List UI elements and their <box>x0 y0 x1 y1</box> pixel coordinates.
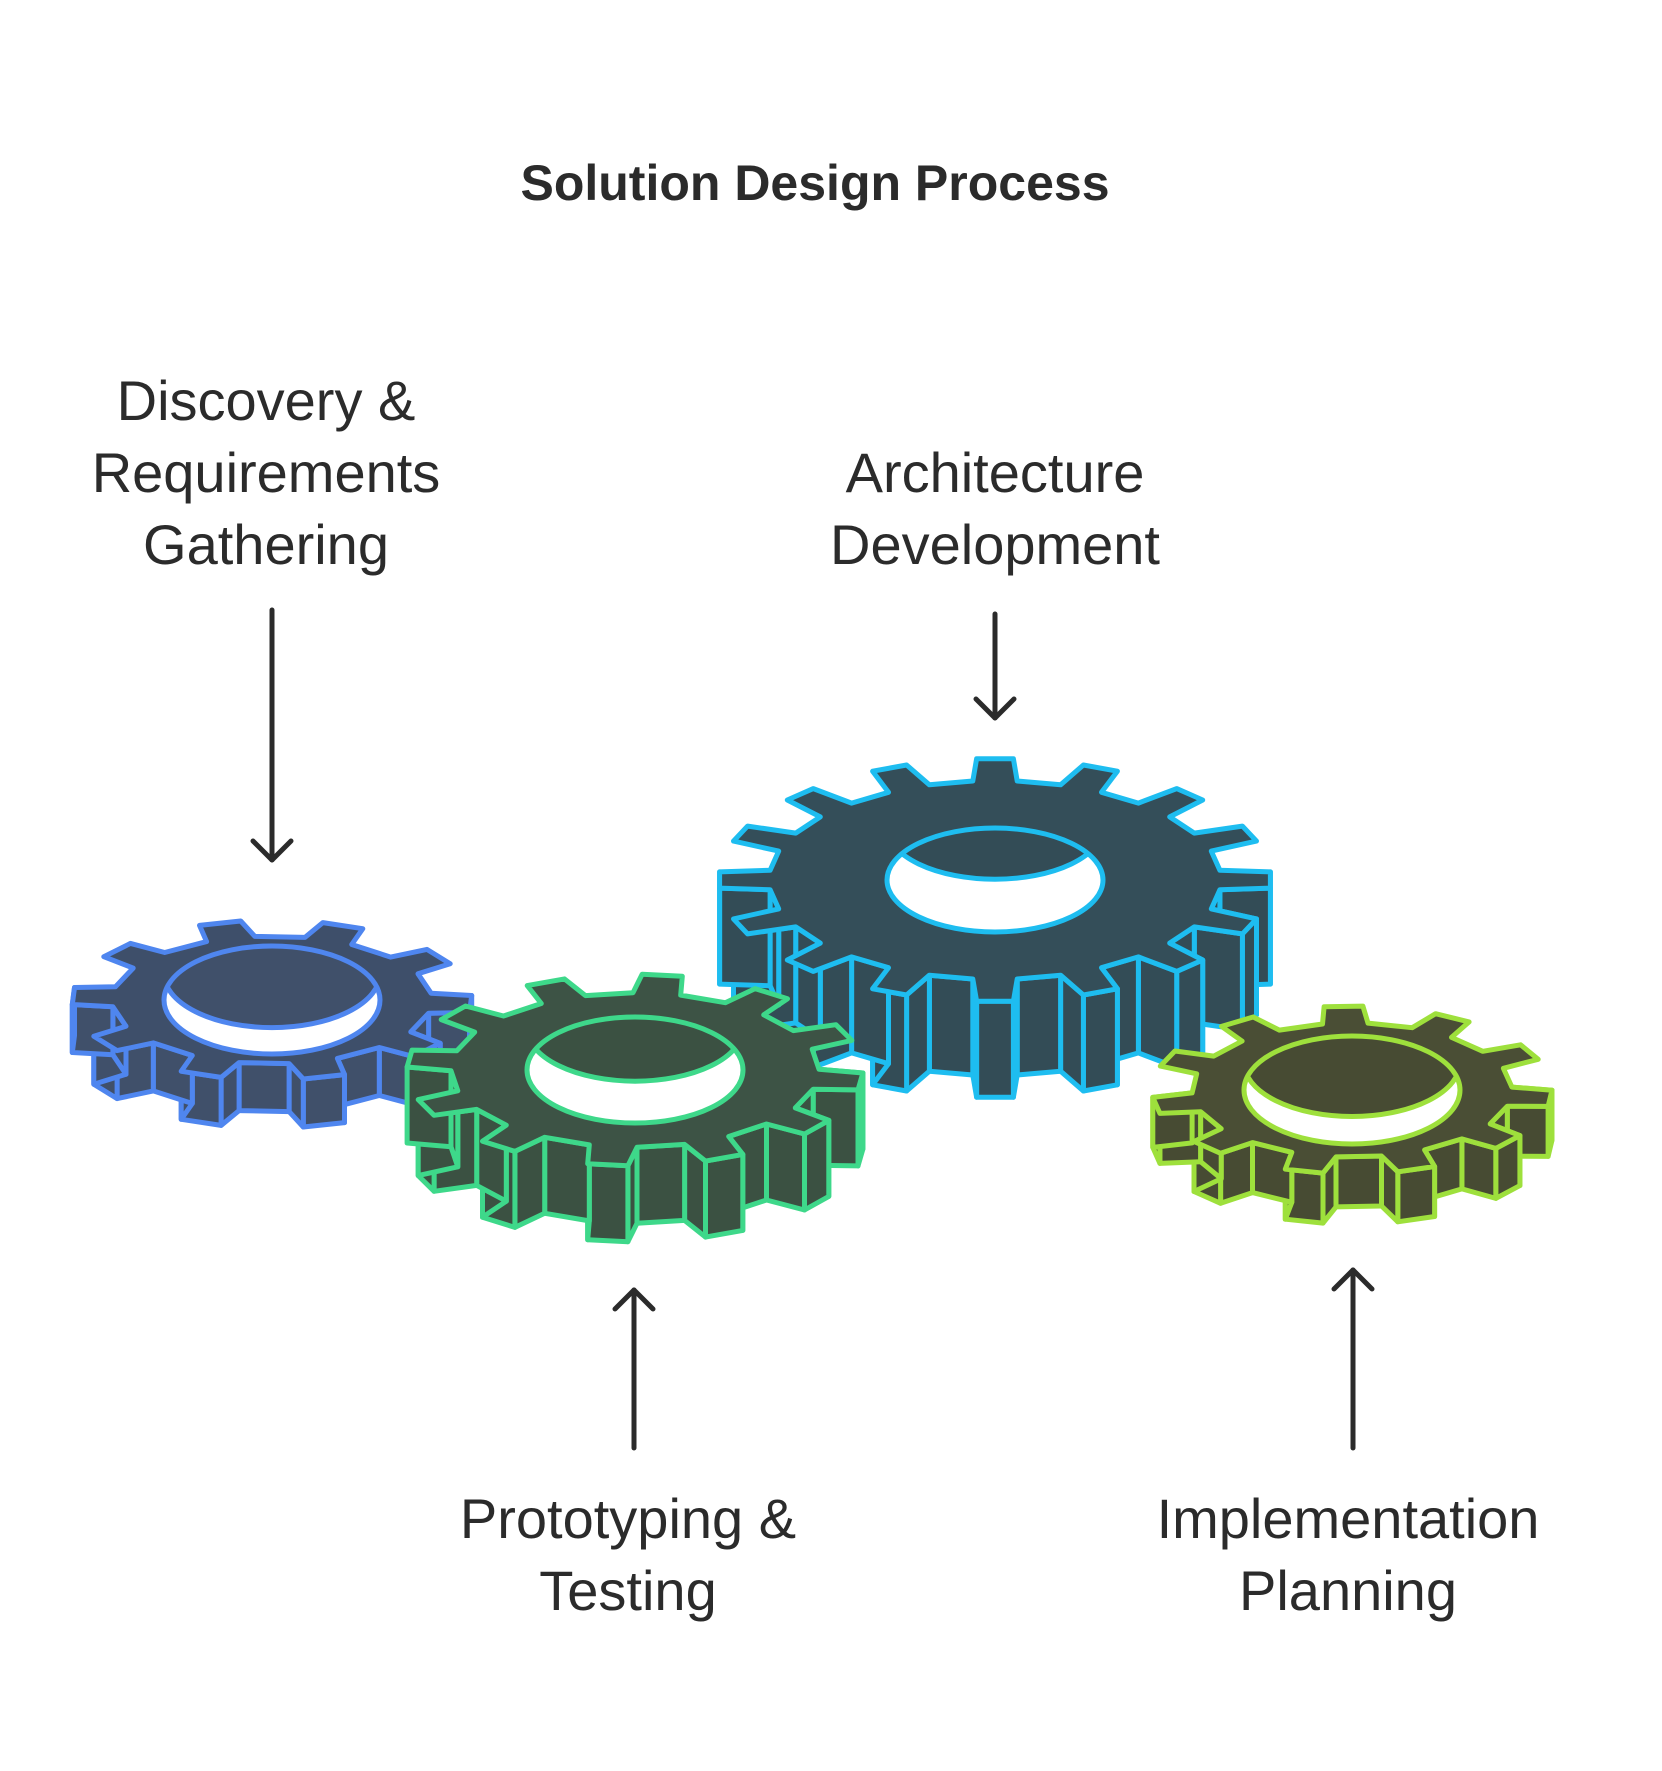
stage-label-line: Prototyping & <box>460 1487 796 1550</box>
gears-group <box>69 756 1555 1245</box>
stage-label-line: Architecture <box>846 441 1145 504</box>
stage-label-line: Development <box>830 513 1160 576</box>
gear-wall-segment <box>1333 1153 1384 1210</box>
gear-icon <box>1150 1003 1555 1226</box>
gear-hole-rim <box>884 825 1106 935</box>
stage-label-line: Requirements <box>92 441 441 504</box>
gear-side-walls <box>404 1064 866 1245</box>
gear-wall-segment <box>236 1060 292 1115</box>
arrow-icon <box>612 1287 656 1451</box>
stage-label-line: Discovery & <box>117 369 416 432</box>
gear-wall-segment <box>585 1161 631 1245</box>
gear-wall-segment <box>974 998 1016 1100</box>
gear-wall-segment <box>717 885 773 989</box>
gear-hole-rim <box>161 943 383 1057</box>
stage-label-prototyping: Prototyping & Testing <box>460 1487 796 1622</box>
stage-label-line: Implementation <box>1157 1487 1540 1550</box>
gear-wall-segment <box>634 1141 688 1226</box>
gear-hole-rim <box>524 1014 746 1126</box>
gear-hole-inner-wall <box>887 828 1103 882</box>
stage-label-line: Testing <box>539 1559 716 1622</box>
gear-wall-segment <box>1395 1164 1438 1225</box>
stage-label-line: Gathering <box>143 513 389 576</box>
gear-wall-segment <box>1135 954 1180 1070</box>
gear-wall-segment <box>926 972 976 1078</box>
gear-wall-segment <box>542 1134 592 1224</box>
arrow-icon <box>973 611 1017 721</box>
diagram-title: Solution Design Process <box>520 155 1109 211</box>
arrow-icon <box>1331 1267 1375 1451</box>
gear-wall-segment <box>300 1072 347 1130</box>
gear-side-walls <box>1150 1084 1555 1226</box>
arrows-group <box>250 607 1375 1451</box>
arrow-icon <box>250 607 294 863</box>
gear-wall-segment <box>1080 986 1120 1094</box>
stage-label-line: Planning <box>1239 1559 1457 1622</box>
gear-wall-segment <box>703 1151 746 1240</box>
gear-wall-segment <box>1014 972 1064 1078</box>
gear-hole-inner-wall <box>1244 1036 1460 1119</box>
gear-hole-rim <box>1241 1033 1463 1147</box>
gear-wall-segment <box>764 1121 807 1213</box>
gear-hole-inner-wall <box>527 1017 743 1084</box>
gear-icon <box>404 971 866 1245</box>
